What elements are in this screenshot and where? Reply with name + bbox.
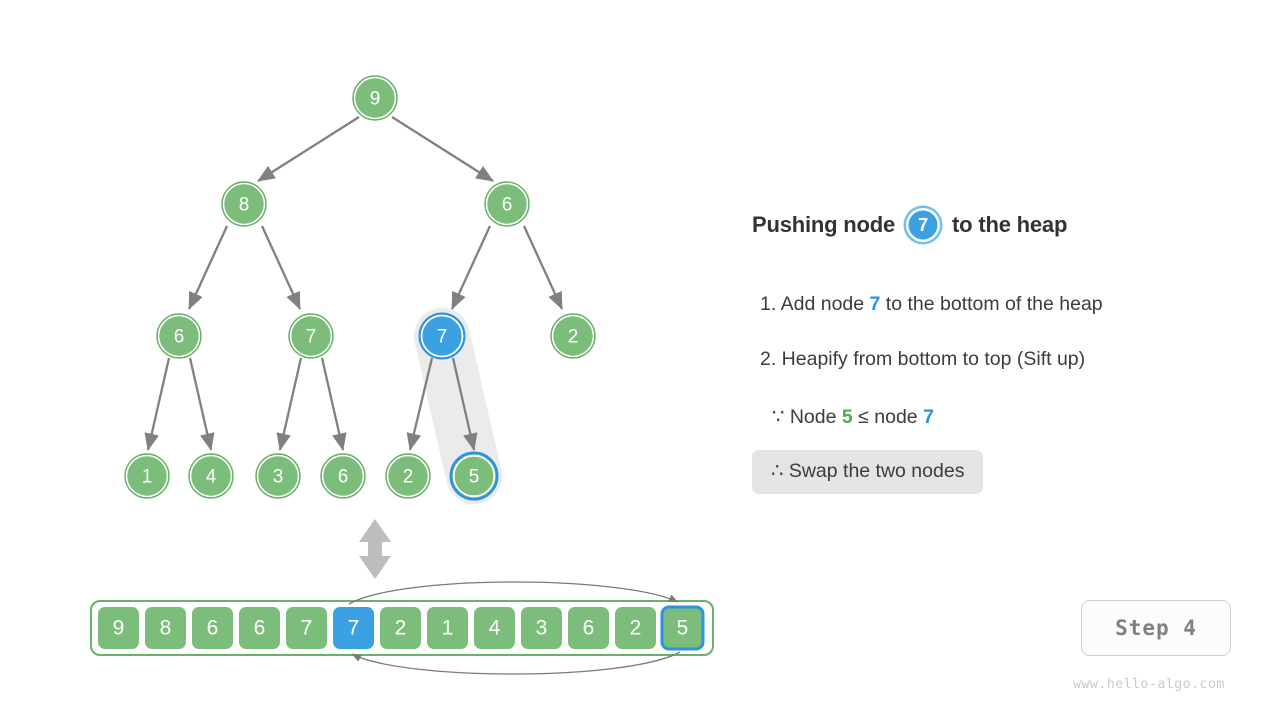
step-2-line: 2. Heapify from bottom to top (Sift up): [760, 348, 1086, 370]
tree-node-label: 8: [239, 195, 250, 216]
explanation-panel: Pushing node 7 to the heap 1. Add node 7…: [752, 205, 1252, 494]
array-cell-label: 7: [348, 617, 360, 640]
array-cell-0: 9: [98, 607, 139, 649]
tree-node-label: 3: [273, 467, 284, 488]
tree-node-4: 4: [188, 453, 234, 499]
step-1-value: 7: [869, 293, 881, 315]
watermark: www.hello-algo.com: [1073, 676, 1225, 692]
reason-prefix: ∵ Node: [772, 406, 842, 428]
conclusion-line: ∴ Swap the two nodes: [752, 450, 984, 494]
tree-node-2-l3e: 2: [385, 453, 431, 499]
tree-node-label: 6: [502, 195, 513, 216]
array-cell-label: 6: [207, 617, 219, 640]
array-cell-9: 3: [521, 607, 562, 649]
array-cell-label: 2: [630, 617, 642, 640]
array-cell-label: 7: [301, 617, 313, 640]
tree-node-label: 6: [338, 467, 349, 488]
panel-title-suffix: to the heap: [952, 212, 1068, 237]
tree-node-6-l2a: 6: [156, 313, 202, 359]
panel-title-node-badge: 7: [906, 208, 941, 242]
tree-node-8: 8: [221, 181, 267, 227]
heap-array: 9 8 6 6 7 7 2: [90, 600, 714, 656]
tree-node-label: 1: [142, 467, 153, 488]
array-cell-7: 1: [427, 607, 468, 649]
tree-node-5-outlined: 5: [449, 451, 499, 501]
array-cell-1: 8: [145, 607, 186, 649]
tree-node-6-right: 6: [484, 181, 530, 227]
tree-node-2-l2d: 2: [550, 313, 596, 359]
array-cell-5-active: 7: [333, 607, 374, 649]
array-cell-4: 7: [286, 607, 327, 649]
tree-node-7-active: 7: [418, 312, 466, 360]
array-cell-label: 5: [677, 617, 689, 640]
reason-mid: ≤ node: [852, 406, 924, 428]
tree-node-6-l3d: 6: [320, 453, 366, 499]
tree-node-1: 1: [124, 453, 170, 499]
tree-node-3: 3: [255, 453, 301, 499]
array-cell-label: 3: [536, 617, 548, 640]
array-cell-12-outlined: 5: [660, 605, 705, 651]
tree-node-label: 7: [437, 327, 448, 348]
array-cell-11: 2: [615, 607, 656, 649]
array-cell-3: 6: [239, 607, 280, 649]
step-badge: Step 4: [1081, 600, 1231, 656]
step-1-prefix: 1. Add node: [760, 293, 870, 315]
array-cell-label: 1: [442, 617, 454, 640]
step-1-line: 1. Add node 7 to the bottom of the heap: [760, 293, 1103, 316]
panel-title-prefix: Pushing node: [752, 212, 896, 237]
array-swap-arrows: [348, 581, 681, 675]
array-cell-label: 2: [395, 617, 407, 640]
tree-node-label: 2: [568, 327, 579, 348]
tree-node-label: 9: [370, 89, 381, 110]
tree-array-link-arrow: [359, 519, 391, 579]
reason-right-value: 7: [923, 406, 934, 428]
heap-tree-and-array: 9 8 6 6 7: [90, 75, 714, 675]
tree-node-label: 5: [469, 467, 480, 488]
array-cell-6: 2: [380, 607, 421, 649]
tree-node-label: 2: [403, 467, 414, 488]
step-1-suffix: to the bottom of the heap: [880, 293, 1103, 315]
tree-node-label: 4: [206, 467, 217, 488]
array-cell-10: 6: [568, 607, 609, 649]
array-cell-label: 4: [489, 617, 501, 640]
array-cell-label: 9: [113, 617, 125, 640]
reason-line: ∵ Node 5 ≤ node 7: [772, 405, 934, 429]
tree-edges: [144, 116, 564, 451]
array-cell-label: 6: [254, 617, 266, 640]
tree-node-label: 7: [306, 327, 317, 348]
array-cell-label: 8: [160, 617, 172, 640]
tree-node-7-l2b: 7: [288, 313, 334, 359]
array-cell-2: 6: [192, 607, 233, 649]
reason-left-value: 5: [841, 406, 853, 428]
tree-node-label: 6: [174, 327, 185, 348]
tree-node-9: 9: [352, 75, 398, 121]
array-cell-8: 4: [474, 607, 515, 649]
array-cell-label: 6: [583, 617, 595, 640]
panel-title: Pushing node 7 to the heap: [752, 205, 1252, 245]
